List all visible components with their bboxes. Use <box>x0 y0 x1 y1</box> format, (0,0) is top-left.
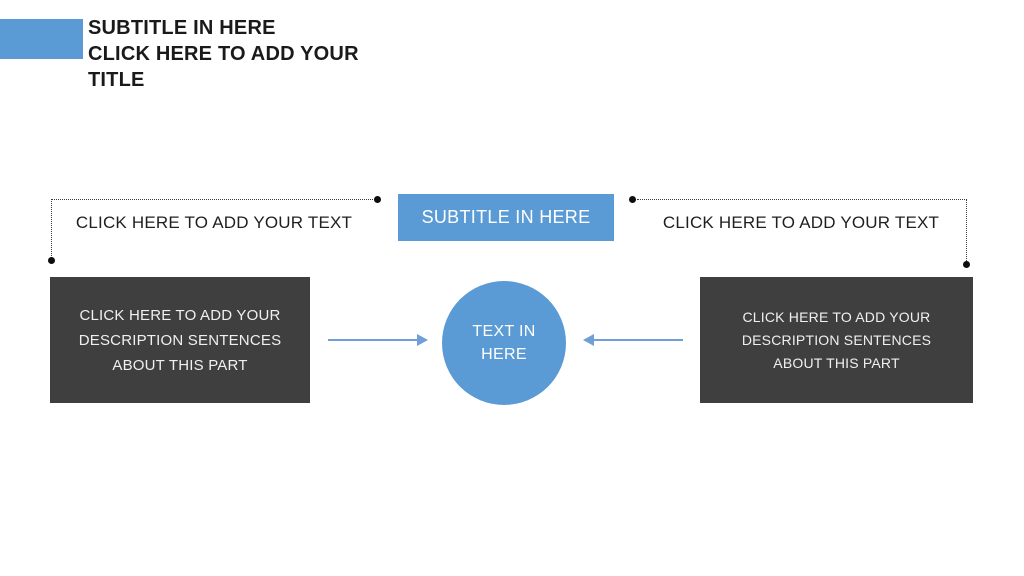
left-arrow-line <box>328 339 418 341</box>
left-text-placeholder[interactable]: CLICK HERE TO ADD YOUR TEXT <box>75 213 353 232</box>
left-arrow-head-icon <box>417 334 428 346</box>
center-circle-text: TEXT IN HERE <box>472 323 536 363</box>
left-description-text: CLICK HERE TO ADD YOUR DESCRIPTION SENTE… <box>78 306 282 374</box>
right-arrow-head-icon <box>583 334 594 346</box>
right-description-text: CLICK HERE TO ADD YOUR DESCRIPTION SENTE… <box>741 308 932 371</box>
corner-accent-bar <box>0 19 83 59</box>
subtitle-box[interactable]: SUBTITLE IN HERE <box>398 194 614 241</box>
right-description-box[interactable]: CLICK HERE TO ADD YOUR DESCRIPTION SENTE… <box>700 277 973 403</box>
right-bracket-vertical-line <box>966 199 967 261</box>
right-bracket-horizontal-line <box>637 199 967 200</box>
right-bracket-bottom-dot <box>963 261 970 268</box>
slide-title-block[interactable]: SUBTITLE IN HERE CLICK HERE TO ADD YOUR … <box>88 15 380 93</box>
left-bracket-bottom-dot <box>48 257 55 264</box>
right-arrow-line <box>593 339 683 341</box>
left-bracket-horizontal-line <box>52 199 375 200</box>
slide-title: CLICK HERE TO ADD YOUR TITLE <box>88 43 359 91</box>
right-bracket-top-dot <box>629 196 636 203</box>
slide-subtitle: SUBTITLE IN HERE <box>88 17 276 39</box>
center-circle[interactable]: TEXT IN HERE <box>442 281 566 405</box>
left-bracket-vertical-line <box>51 199 52 258</box>
left-bracket-top-dot <box>374 196 381 203</box>
left-description-box[interactable]: CLICK HERE TO ADD YOUR DESCRIPTION SENTE… <box>50 277 310 403</box>
right-text-placeholder[interactable]: CLICK HERE TO ADD YOUR TEXT <box>662 213 940 232</box>
